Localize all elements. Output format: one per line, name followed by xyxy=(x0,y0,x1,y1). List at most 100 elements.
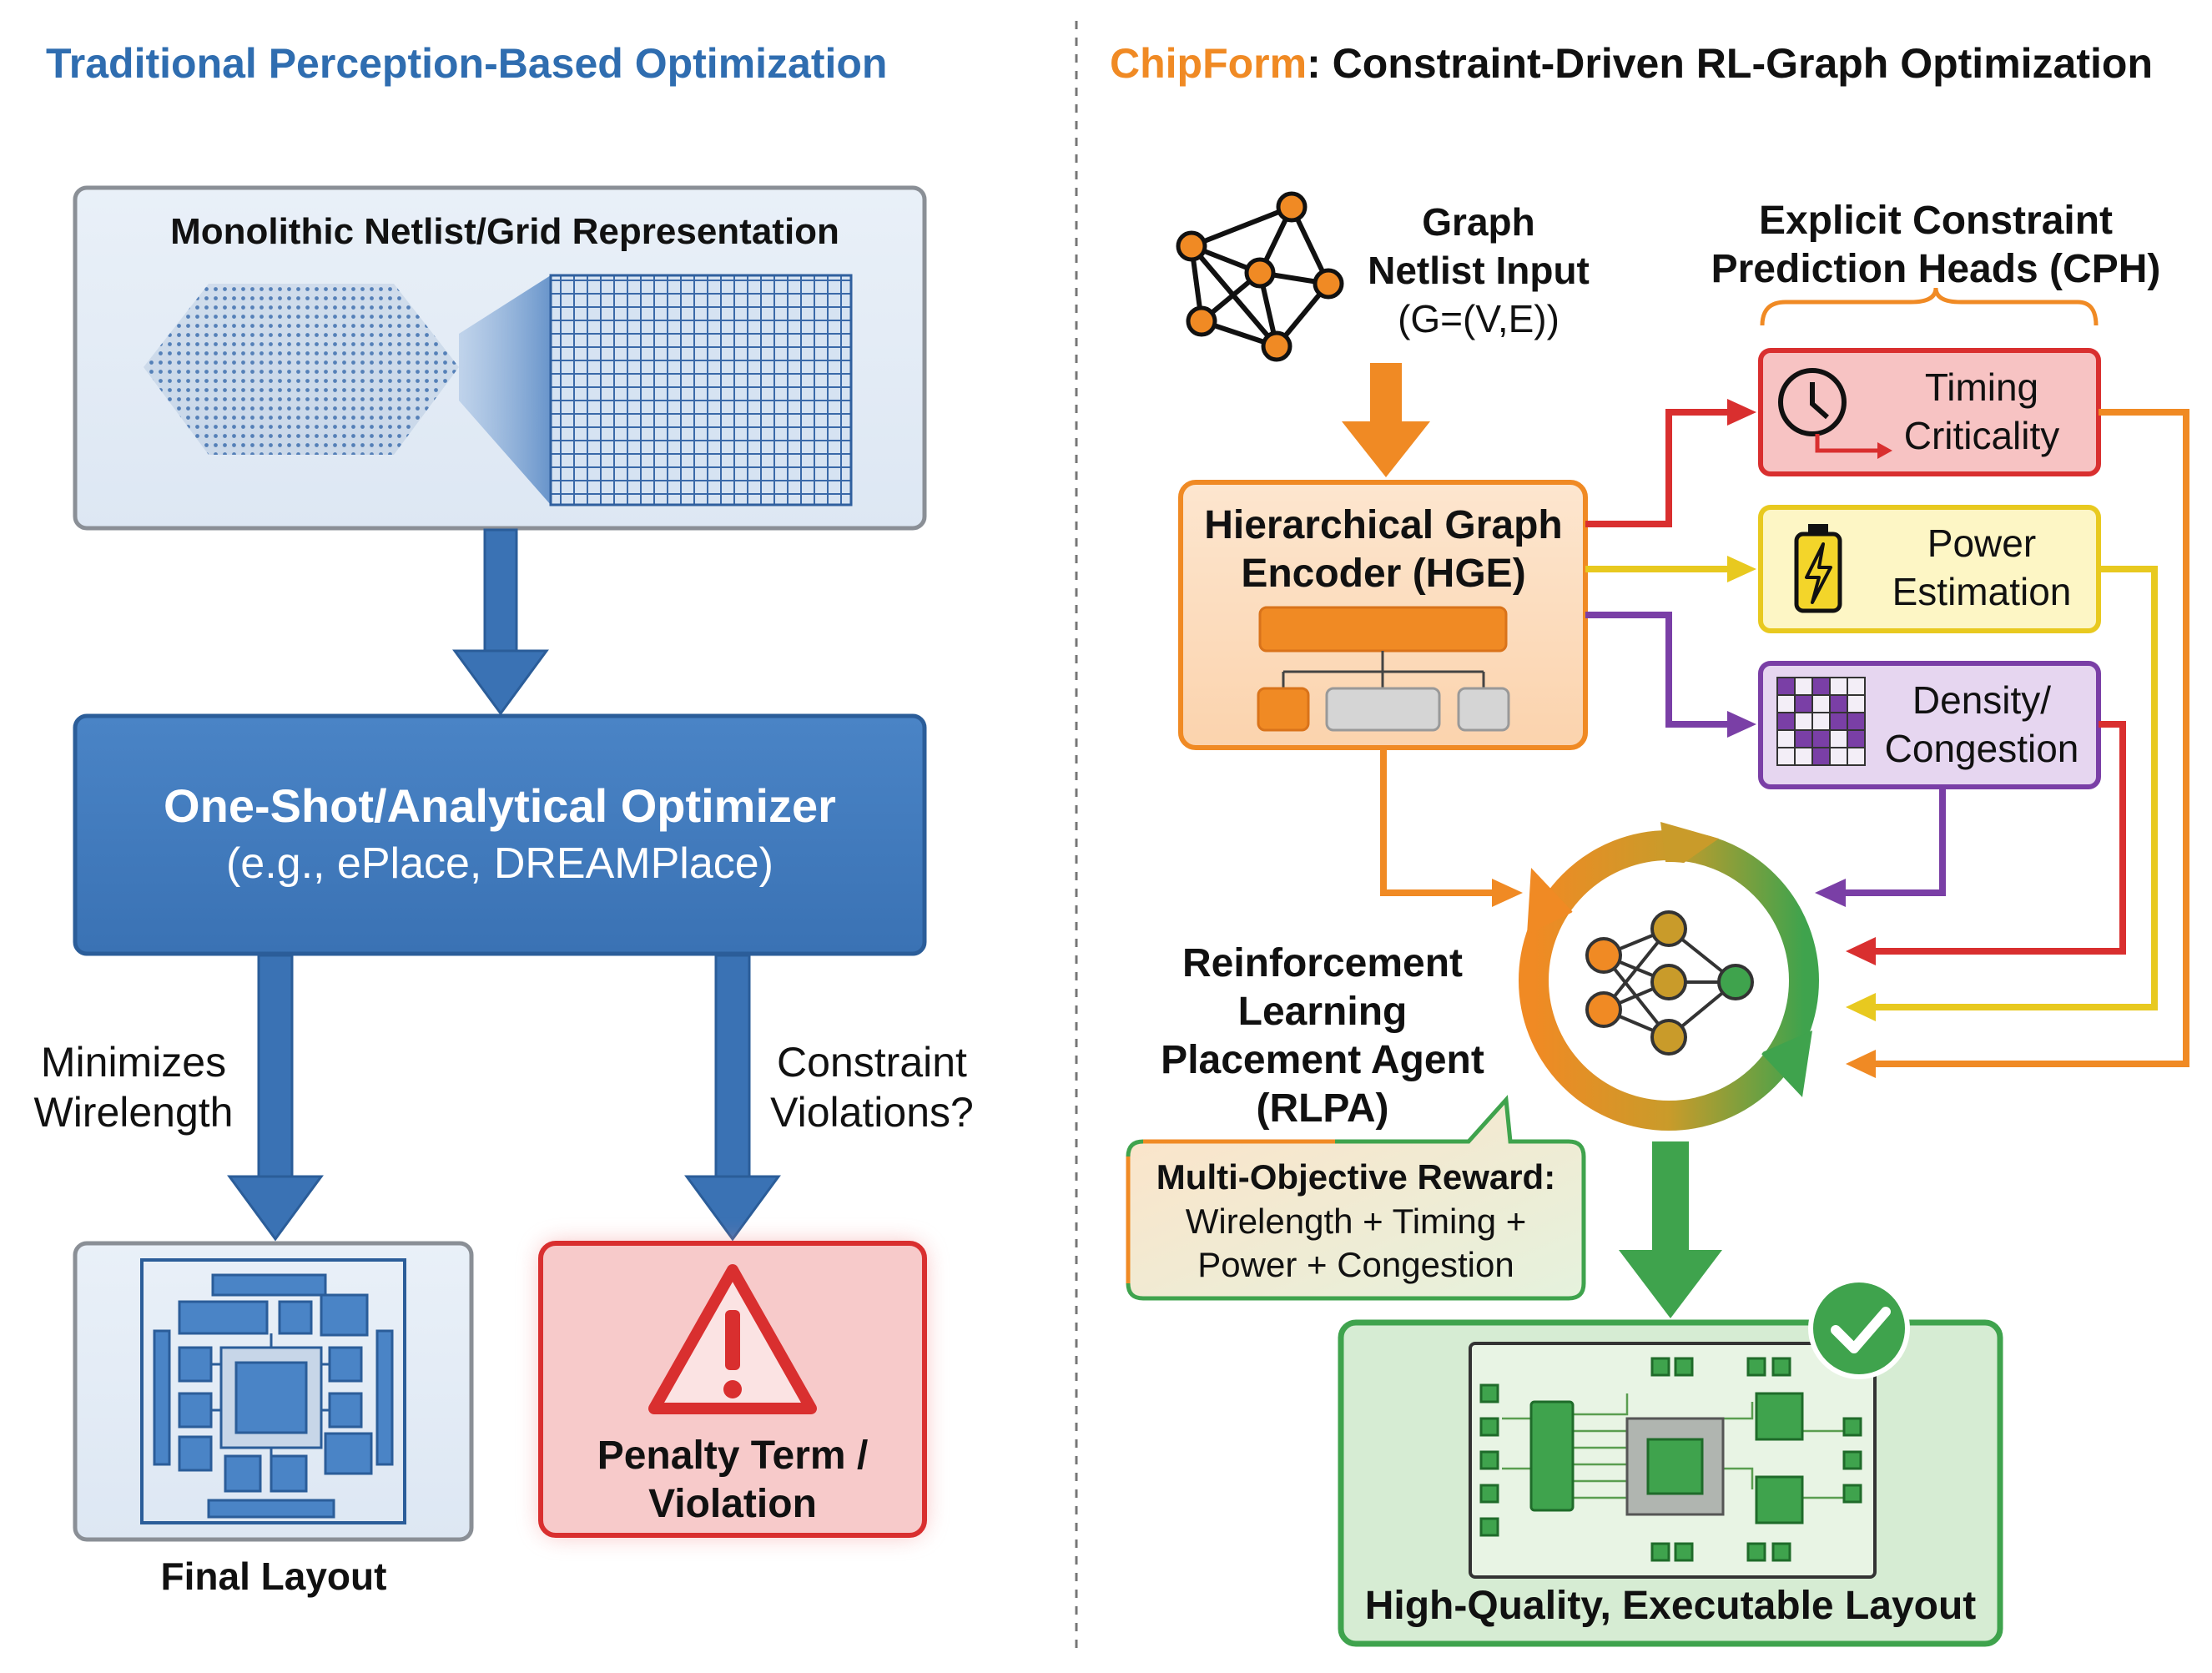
hierarchy-icon xyxy=(1257,606,1510,732)
timing-box: Timing Criticality xyxy=(1758,348,2101,476)
reward-label-1: Multi-Objective Reward: xyxy=(1156,1157,1555,1197)
constraint-label-2: Violations? xyxy=(770,1089,974,1136)
right-title: ChipForm: Constraint-Driven RL-Graph Opt… xyxy=(1110,40,2153,87)
reward-label-3: Power + Congestion xyxy=(1197,1245,1514,1284)
minimizes-label-1: Minimizes xyxy=(41,1039,226,1086)
heatmap-cell xyxy=(1794,747,1813,766)
density-label-1: Density/ xyxy=(1912,678,2051,722)
density-to-agent-arrow xyxy=(1815,787,1946,907)
constraint-label-1: Constraint xyxy=(777,1039,967,1086)
heatmap-cell xyxy=(1811,677,1831,696)
hge-to-agent-arrow xyxy=(1380,748,1523,907)
heatmap-cell xyxy=(1829,712,1848,731)
heatmap-cell xyxy=(1811,712,1831,731)
heatmap-cell xyxy=(1794,677,1813,696)
heatmap-cell xyxy=(1811,729,1831,748)
netlist-box-title: Monolithic Netlist/Grid Representation xyxy=(170,211,839,252)
cycle-arrowhead-top xyxy=(1660,822,1719,874)
cycle-arrowhead-left xyxy=(1527,868,1573,935)
output-layout-label: High-Quality, Executable Layout xyxy=(1365,1584,1977,1628)
arrow-to-penalty xyxy=(684,954,781,1242)
optimizer-title: One-Shot/Analytical Optimizer xyxy=(164,779,836,832)
heatmap-cell xyxy=(1829,677,1848,696)
timing-label-1: Timing xyxy=(1925,365,2038,409)
graph-network-icon xyxy=(1176,191,1344,362)
chip-layout-icon xyxy=(140,1258,406,1524)
output-layout-box: High-Quality, Executable Layout xyxy=(1338,1277,2003,1647)
penalty-box: Penalty Term / Violation xyxy=(538,1241,927,1538)
minimizes-label-2: Wirelength xyxy=(34,1089,234,1136)
netlist-box: Monolithic Netlist/Grid Representation xyxy=(73,185,927,531)
penalty-label-1: Penalty Term / xyxy=(597,1434,869,1478)
graph-input-label-1: Graph xyxy=(1422,200,1534,244)
graph-input-label-2: Netlist Input xyxy=(1368,249,1590,292)
arrow-hge-to-power xyxy=(1585,556,1756,582)
hge-box: Hierarchical Graph Encoder (HGE) xyxy=(1178,480,1588,750)
optimizer-subtitle: (e.g., ePlace, DREAMPlace) xyxy=(226,839,773,888)
checkmark-icon xyxy=(1808,1277,1910,1379)
heatmap-cell xyxy=(1847,694,1866,713)
arrow-netlist-to-optimizer xyxy=(452,528,549,716)
arrow-input-to-hge xyxy=(1342,363,1430,477)
heatmap-cell xyxy=(1776,747,1796,766)
point-cloud-icon xyxy=(144,284,459,455)
heatmap-cell xyxy=(1847,712,1866,731)
power-label-1: Power xyxy=(1927,522,2036,565)
rlpa-label-2: Learning xyxy=(1238,990,1408,1034)
heatmap-cell xyxy=(1794,729,1813,748)
heatmap-cell xyxy=(1829,694,1848,713)
hge-label-1: Hierarchical Graph xyxy=(1204,503,1563,547)
heatmap-cell xyxy=(1776,677,1796,696)
graph-input-label-3: (G=(V,E)) xyxy=(1398,297,1559,340)
heatmap-cell xyxy=(1847,747,1866,766)
right-title-brand: ChipForm xyxy=(1110,40,1307,87)
feedback-power-line xyxy=(1846,566,2158,1021)
arrow-to-final-layout xyxy=(227,954,324,1242)
arrow-agent-to-output xyxy=(1619,1141,1722,1318)
cph-brace xyxy=(1760,287,2099,326)
heatmap-cell xyxy=(1776,694,1796,713)
grid-heatmap-icon xyxy=(1776,677,1866,766)
left-title: Traditional Perception-Based Optimizatio… xyxy=(46,40,887,87)
heatmap-cell xyxy=(1776,729,1796,748)
rl-agent-cycle xyxy=(1519,822,1819,1131)
grid-icon xyxy=(549,274,853,506)
heatmap-cell xyxy=(1794,694,1813,713)
cph-header-2: Prediction Heads (CPH) xyxy=(1711,247,2161,291)
optimizer-box: One-Shot/Analytical Optimizer (e.g., ePl… xyxy=(73,713,927,956)
final-layout-label: Final Layout xyxy=(161,1555,387,1598)
feedback-timing-line xyxy=(1846,409,2189,1078)
rlpa-label-1: Reinforcement xyxy=(1182,941,1463,985)
heatmap-cell xyxy=(1829,729,1848,748)
feedback-congestion-line xyxy=(1846,721,2126,965)
layout-wires xyxy=(211,1333,330,1456)
warning-icon xyxy=(648,1264,817,1414)
pcb-layout-icon xyxy=(1469,1342,1877,1579)
heatmap-cell xyxy=(1847,677,1866,696)
arrow-hge-to-density xyxy=(1585,612,1756,738)
right-title-rest: : Constraint-Driven RL-Graph Optimizatio… xyxy=(1307,40,2153,87)
hge-label-2: Encoder (HGE) xyxy=(1241,552,1525,596)
clock-icon xyxy=(1778,368,1892,459)
rlpa-label-3: Placement Agent xyxy=(1161,1038,1484,1082)
reward-bubble: Multi-Objective Reward: Wirelength + Tim… xyxy=(1126,1095,1586,1301)
heatmap-cell xyxy=(1829,747,1848,766)
neural-network-icon xyxy=(1585,910,1754,1056)
heatmap-cell xyxy=(1794,712,1813,731)
arrow-hge-to-timing xyxy=(1585,399,1756,527)
density-label-2: Congestion xyxy=(1885,727,2079,770)
reward-label-2: Wirelength + Timing + xyxy=(1186,1202,1527,1241)
heatmap-cell xyxy=(1811,694,1831,713)
timing-label-2: Criticality xyxy=(1904,414,2060,457)
heatmap-cell xyxy=(1847,729,1866,748)
heatmap-cell xyxy=(1776,712,1796,731)
heatmap-cell xyxy=(1811,747,1831,766)
power-label-2: Estimation xyxy=(1892,570,2072,613)
density-box: Density/ Congestion xyxy=(1758,661,2101,789)
cycle-arrowhead-right xyxy=(1761,1031,1812,1097)
final-layout-box xyxy=(73,1241,474,1542)
rlpa-label-4: (RLPA) xyxy=(1256,1086,1388,1131)
penalty-label-2: Violation xyxy=(648,1482,817,1526)
cph-header-1: Explicit Constraint xyxy=(1759,199,2113,243)
